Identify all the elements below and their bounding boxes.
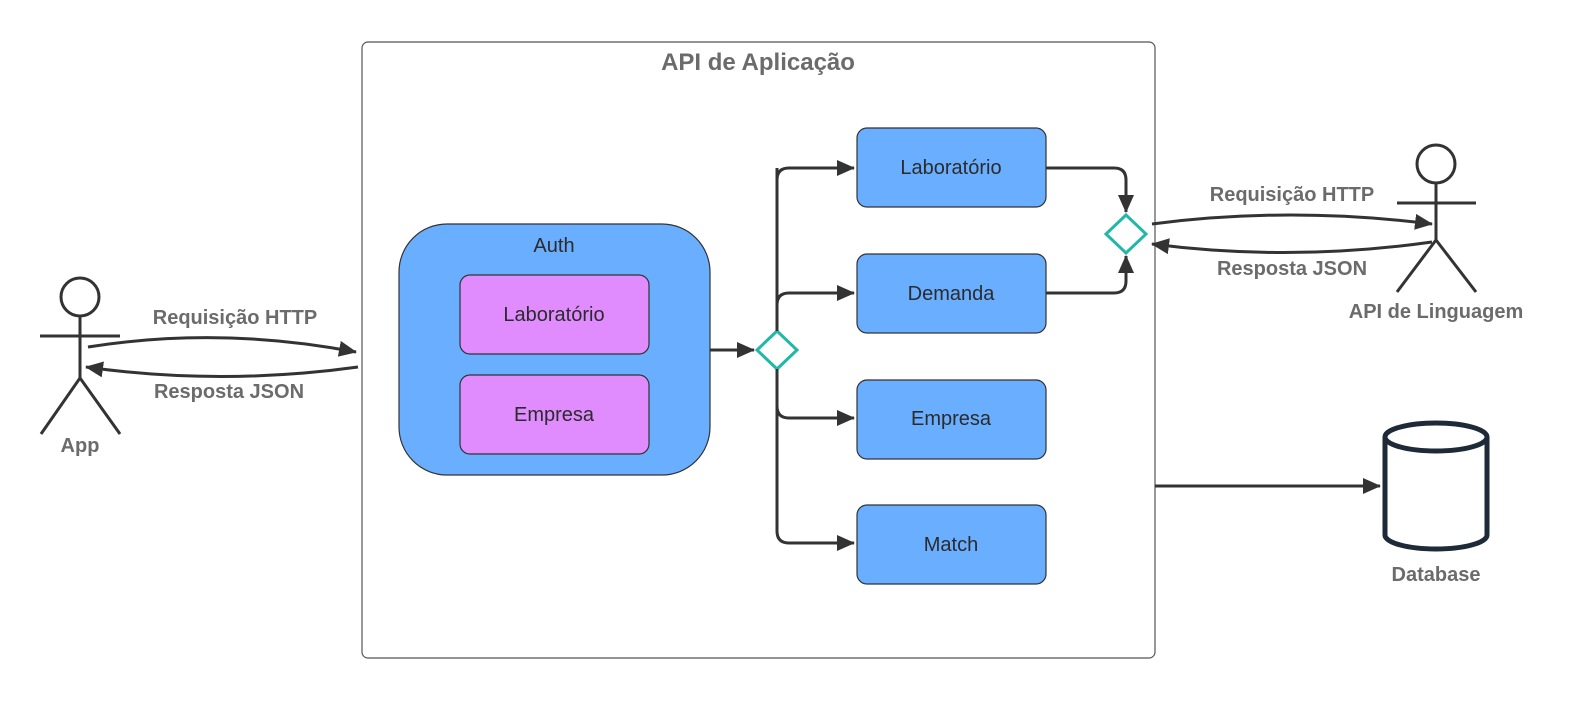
- laboratorio-to-gateway-arrow: [1046, 166, 1134, 213]
- module-label: Match: [924, 534, 978, 556]
- app-response-label: Resposta JSON: [154, 381, 304, 403]
- demanda-to-gateway-arrow: [1046, 255, 1134, 295]
- auth-group: Auth Laboratório Empresa: [398, 223, 711, 476]
- branch-to-match: [775, 369, 855, 551]
- module-label: Demanda: [908, 283, 996, 305]
- actor-head-icon: [1415, 143, 1457, 185]
- auth-item-label: Empresa: [514, 404, 595, 426]
- module-label: Empresa: [911, 408, 992, 430]
- actor-head-icon: [59, 276, 101, 318]
- actor-app-label: App: [61, 435, 100, 457]
- app-response-arrow: [85, 361, 359, 378]
- module-label: Laboratório: [900, 157, 1001, 179]
- app-request-arrow: [87, 336, 357, 357]
- module-demanda: Demanda: [856, 253, 1047, 334]
- auth-item-laboratorio: Laboratório: [459, 274, 650, 355]
- module-match: Match: [856, 504, 1047, 585]
- lang-request-label: Requisição HTTP: [1210, 184, 1374, 206]
- lang-response-label: Resposta JSON: [1217, 258, 1367, 280]
- auth-item-label: Laboratório: [503, 304, 604, 326]
- actor-language-api: [1395, 143, 1478, 293]
- actor-app: [39, 276, 122, 435]
- database-icon: [1382, 420, 1490, 552]
- actor-language-api-label: API de Linguagem: [1349, 301, 1523, 323]
- gateway-diamond-right: [1103, 212, 1149, 256]
- database-label: Database: [1392, 564, 1481, 586]
- app-request-label: Requisição HTTP: [153, 307, 317, 329]
- branch-to-laboratorio: [775, 160, 855, 331]
- lang-response-arrow: [1151, 238, 1433, 255]
- branch-to-demanda: [775, 285, 855, 331]
- auth-title: Auth: [533, 235, 574, 257]
- lang-request-arrow: [1151, 213, 1433, 230]
- module-laboratorio: Laboratório: [856, 127, 1047, 208]
- module-empresa: Empresa: [856, 379, 1047, 460]
- container-title: API de Aplicação: [661, 49, 855, 76]
- auth-item-empresa: Empresa: [459, 374, 650, 455]
